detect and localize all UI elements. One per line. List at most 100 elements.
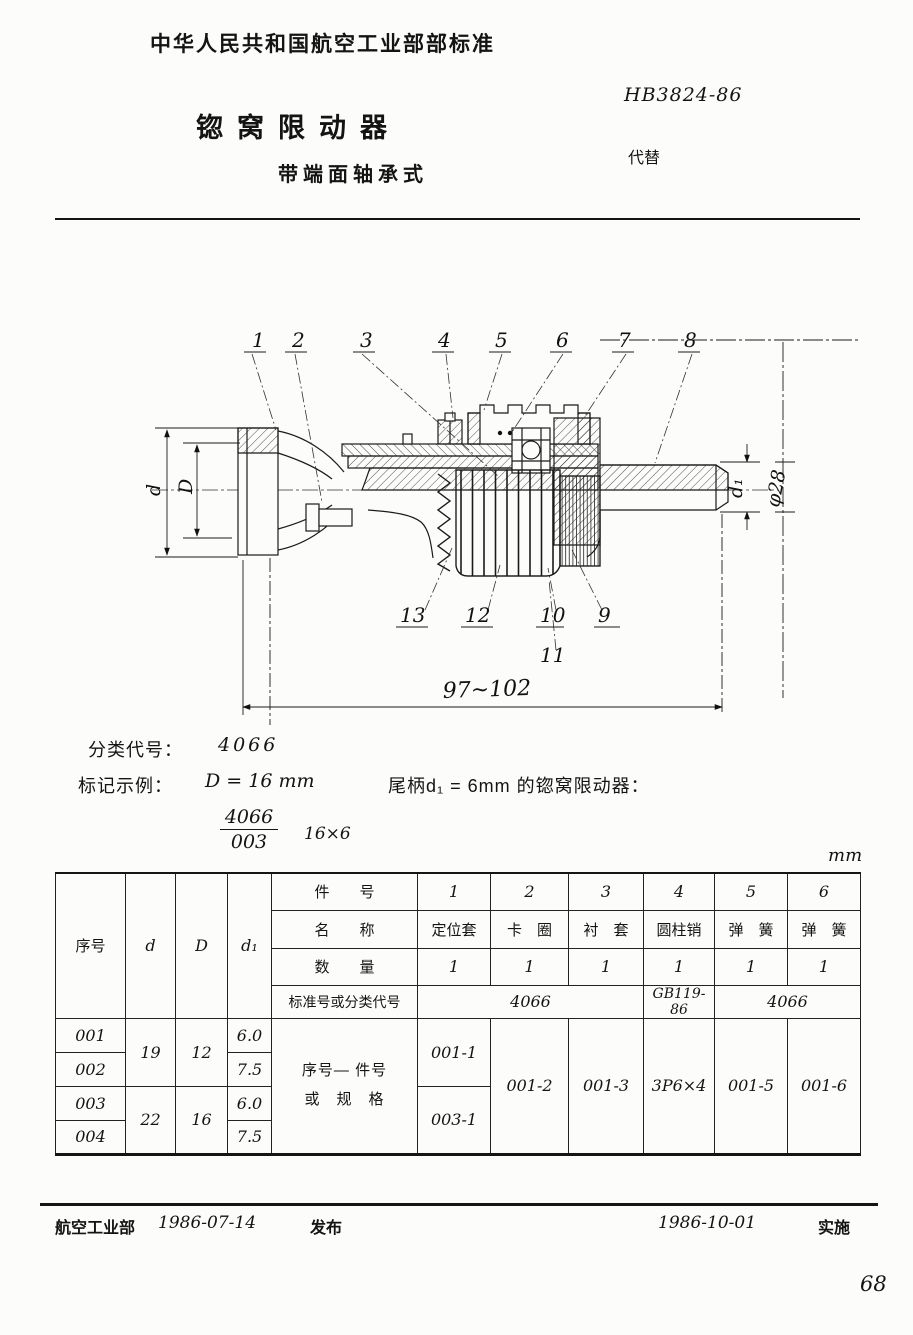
table-unit-label: mm [828, 845, 863, 866]
spec-c2: 001-2 [490, 1017, 569, 1155]
technical-drawing: 1 2 3 4 5 6 7 8 13 12 10 9 11 [143, 328, 860, 725]
page-title: 锪窝限动器 [196, 113, 401, 143]
callout-8: 8 [684, 328, 697, 352]
table-row: 004 7.5 [55, 1119, 861, 1155]
D-16: 16 [175, 1085, 228, 1155]
callout-10: 10 [540, 603, 566, 627]
spec-c4: 3P6×4 [643, 1017, 715, 1155]
part-name-6: 弹 簧 [787, 909, 861, 949]
header-rule [55, 218, 860, 220]
d1-r1: 6.0 [227, 1017, 272, 1053]
part-section [237, 404, 729, 577]
spec-c6: 001-6 [787, 1017, 861, 1155]
class-code-label: 分类代号： [88, 740, 183, 760]
part-no-3: 3 [568, 872, 644, 911]
replaces-label: 代替 [628, 150, 661, 167]
part-no-1: 1 [417, 872, 491, 911]
spec-c5: 001-5 [714, 1017, 788, 1155]
col-header-seq: 序号 [55, 872, 126, 1019]
footer-impl-date: 1986-10-01 [658, 1213, 757, 1233]
part-no-2: 2 [490, 872, 569, 911]
seq-002: 002 [55, 1051, 126, 1087]
d1-r4: 7.5 [227, 1119, 272, 1155]
col-header-d1: d₁ [227, 872, 272, 1019]
page-number: 68 [860, 1272, 887, 1296]
spec-note-cell: 序号— 件号 或 规 格 [271, 1017, 418, 1155]
table-row: 003 22 16 6.0 003-1 [55, 1085, 861, 1155]
part-no-5: 5 [714, 872, 788, 911]
footer-issuer: 航空工业部 [55, 1220, 136, 1237]
dim-D-label: D [175, 479, 197, 495]
d1-r3: 6.0 [227, 1085, 272, 1121]
spec-note-line1: 序号— 件号 [301, 1062, 388, 1079]
designation-spec: 16×6 [304, 824, 351, 844]
part-name-5: 弹 簧 [714, 909, 788, 949]
dimension-lines [155, 339, 860, 725]
spec-note-line2: 或 规 格 [304, 1090, 385, 1108]
marking-example-dimension: D = 16 mm [205, 770, 315, 792]
dim-d-label: d [143, 484, 165, 496]
dim-d1-label: d₁ [725, 478, 747, 498]
callout-9: 9 [598, 603, 611, 627]
row-label-qty: 数 量 [271, 947, 418, 986]
std-code-1-3: 4066 [417, 984, 644, 1019]
table-row: 名 称 定位套 卡 圈 衬 套 圆柱销 弹 簧 弹 簧 [56, 909, 861, 949]
callout-5: 5 [495, 328, 508, 352]
qty-2: 1 [490, 947, 569, 986]
d-19: 19 [125, 1017, 176, 1087]
footer-implement-label: 实施 [818, 1220, 851, 1237]
qty-4: 1 [643, 947, 715, 986]
footer-publish-label: 发布 [310, 1220, 343, 1237]
callout-11: 11 [540, 643, 565, 667]
part-name-1: 定位套 [417, 909, 491, 949]
callout-3: 3 [360, 328, 373, 352]
qty-6: 1 [787, 947, 861, 986]
footer-issue-date: 1986-07-14 [158, 1213, 257, 1233]
fraction-denominator: 003 [230, 831, 268, 853]
spec-c3: 001-3 [568, 1017, 644, 1155]
parts-table: 序号 d D d₁ 件 号 1 2 3 4 5 6 名 称 定位套 卡 圈 衬 … [55, 872, 861, 1156]
part-name-4: 圆柱销 [643, 909, 715, 949]
d1-r2: 7.5 [227, 1051, 272, 1087]
row-label-part-no: 件 号 [271, 872, 418, 911]
part-name-2: 卡 圈 [490, 909, 569, 949]
marking-example-text: 尾柄d₁ = 6mm 的锪窝限动器： [388, 776, 650, 796]
seq-003: 003 [55, 1085, 126, 1121]
qty-1: 1 [417, 947, 491, 986]
callout-12: 12 [465, 603, 490, 627]
dim-phi28-label: φ28 [762, 468, 790, 509]
table-row: 序号 d D d₁ 件 号 1 2 3 4 5 6 [55, 872, 861, 1019]
designation-fraction: 4066 003 [220, 806, 278, 853]
callout-leaders [251, 353, 693, 651]
spec-c1-bottom: 003-1 [417, 1085, 491, 1155]
std-code-4: GB119-86 [643, 984, 715, 1019]
row-label-std: 标准号或分类代号 [271, 984, 418, 1019]
part-name-3: 衬 套 [568, 909, 644, 949]
col-header-D: D [175, 872, 228, 1019]
marking-example-label: 标记示例： [78, 776, 173, 796]
part-no-4: 4 [643, 872, 715, 911]
standard-number: HB3824-86 [624, 84, 743, 106]
table-row: 002 7.5 [55, 1051, 861, 1087]
page-subtitle: 带端面轴承式 [278, 164, 428, 186]
callout-numbers: 1 2 3 4 5 6 7 8 13 12 10 9 11 [244, 328, 700, 667]
spec-c1-top: 001-1 [417, 1017, 491, 1087]
col-header-d: d [125, 872, 176, 1019]
footer-rule [40, 1203, 878, 1206]
part-no-6: 6 [787, 872, 861, 911]
ministry-standard-heading: 中华人民共和国航空工业部部标准 [150, 33, 495, 56]
seq-001: 001 [55, 1017, 126, 1053]
callout-2: 2 [291, 328, 305, 352]
callout-13: 13 [400, 603, 425, 627]
qty-3: 1 [568, 947, 644, 986]
D-12: 12 [175, 1017, 228, 1087]
table-row: 001 19 12 6.0 序号— 件号 或 规 格 001-1 001-2 0… [55, 1017, 861, 1155]
qty-5: 1 [714, 947, 788, 986]
std-code-5-6: 4066 [714, 984, 861, 1019]
d-22: 22 [125, 1085, 176, 1155]
row-label-name: 名 称 [271, 909, 418, 949]
callout-7: 7 [618, 328, 631, 352]
fraction-numerator: 4066 [220, 806, 278, 830]
callout-1: 1 [252, 328, 265, 352]
